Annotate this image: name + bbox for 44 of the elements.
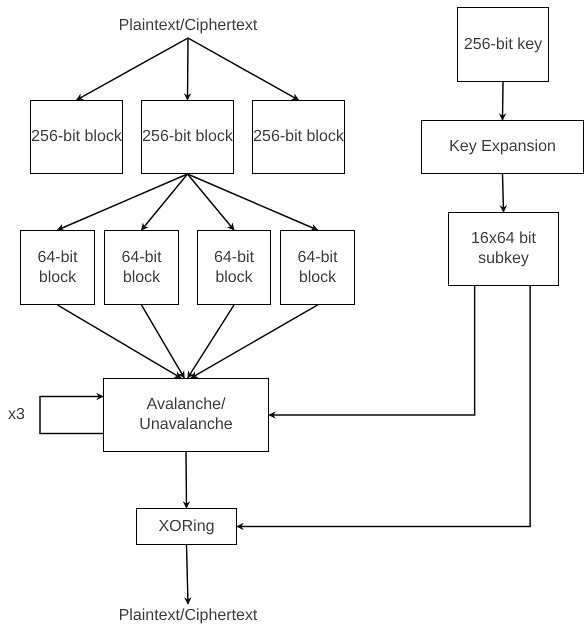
arrow [182,452,190,509]
box-text: 64-bit block [120,248,163,288]
arrow [500,174,508,213]
arrow [187,173,318,231]
box-text: Key Expansion [449,137,556,157]
box-text: 256-bit block [253,127,344,147]
box-text: 64-bit block [296,248,339,288]
arrow [184,544,192,605]
box-text: 256-bit block [31,127,122,147]
arrow [236,286,531,530]
process-box [448,212,559,286]
process-box [104,230,179,305]
text-label: Plaintext/Ciphertext [110,14,266,38]
box-text: 64-bit block [36,248,79,288]
process-box [457,7,549,82]
box-text: 256-bit key [464,34,542,54]
box-text: Avalanche/ Unavalanche [138,395,234,435]
arrow [268,286,476,419]
process-box [141,100,234,174]
arrow [186,174,235,231]
arrow [184,38,192,101]
arrow [140,174,188,231]
process-box [20,230,95,305]
process-box [252,100,345,174]
arrow [57,304,182,379]
box-text: 16x64 bit subkey [470,229,537,269]
process-box [30,100,123,174]
text-label: Plaintext/Ciphertext [110,604,266,628]
arrow [76,37,188,101]
arrow [190,304,318,379]
process-box [280,230,355,305]
arrow [56,173,188,231]
process-box [103,378,269,452]
box-text: 64-bit block [212,248,256,288]
arrow [187,304,235,379]
process-box [136,508,237,545]
box-text: 256-bit block [142,127,233,147]
arrow [498,82,506,121]
box-text: XORing [158,516,215,536]
arrow [140,304,185,379]
arrow [188,37,300,101]
process-box [197,230,271,305]
arrow [39,392,104,434]
process-box [421,120,584,174]
